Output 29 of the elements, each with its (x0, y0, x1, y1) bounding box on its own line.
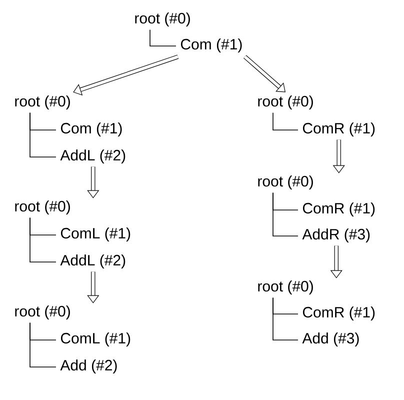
tree-item: root (#0) (15, 306, 70, 320)
tree-item: ComR (#1) (302, 202, 375, 216)
tree-item: ComR (#1) (302, 306, 375, 320)
tree-line (150, 29, 176, 46)
arrow (73, 54, 179, 96)
tree-item: Com (#1) (60, 122, 122, 136)
tree-item: Add (#2) (60, 360, 117, 374)
tree-line (30, 322, 56, 368)
arrow (87, 272, 100, 304)
tree-line (272, 192, 298, 236)
tree-line (30, 217, 56, 262)
arrow (87, 166, 100, 198)
tree-item: root (#0) (15, 96, 70, 110)
tree-item: AddR (#3) (302, 228, 370, 242)
tree-line (272, 112, 298, 130)
tree-item: root (#0) (135, 12, 190, 26)
tree-line (30, 112, 56, 158)
tree-item: ComR (#1) (302, 122, 375, 136)
tree-item: root (#0) (258, 280, 313, 294)
tree-item: AddL (#2) (60, 150, 126, 164)
tree-item: ComL (#1) (60, 332, 130, 346)
tree-item: Add (#3) (302, 332, 359, 346)
tree-line (272, 297, 298, 340)
tree-item: ComL (#1) (60, 228, 130, 242)
tree-item: root (#0) (15, 200, 70, 214)
tree-item: Com (#1) (180, 38, 242, 52)
tree-item: root (#0) (258, 176, 313, 190)
tree-item: AddL (#2) (60, 254, 126, 268)
tree-item: root (#0) (258, 96, 313, 110)
